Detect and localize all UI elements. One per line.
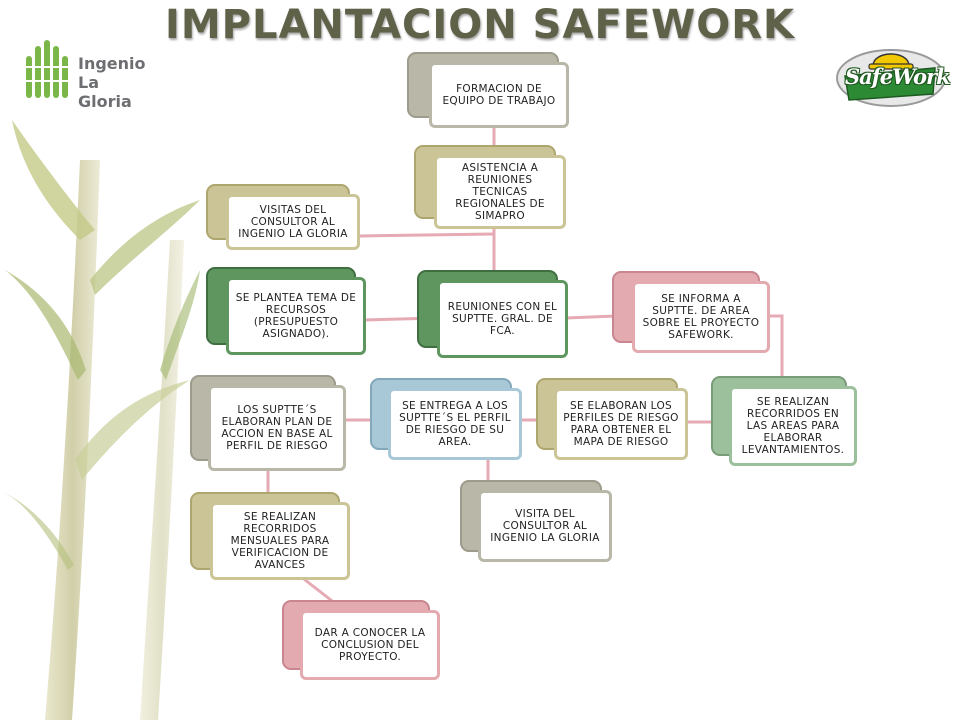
node-entrega-perfil: SE ENTREGA A LOS SUPTTE´S EL PERFIL DE R… [370, 378, 522, 460]
node-visita-consultor-2: VISITA DEL CONSULTOR AL INGENIO LA GLORI… [460, 480, 612, 562]
ingenio-la-gloria-logo: Ingenio La Gloria [22, 38, 152, 111]
logo-text-ingenio: Ingenio [78, 54, 146, 73]
node-formacion-equipo: FORMACION DE EQUIPO DE TRABAJO [407, 52, 569, 128]
node-entrega-perfil-label: SE ENTREGA A LOS SUPTTE´S EL PERFIL DE R… [388, 388, 522, 460]
connector-asistencia-visitas [358, 232, 496, 238]
node-conclusion-proyecto: DAR A CONOCER LA CONCLUSION DEL PROYECTO… [282, 600, 440, 680]
node-plantea-recursos: SE PLANTEA TEMA DE RECURSOS (PRESUPUESTO… [206, 267, 366, 355]
connector-informa-recorridos [766, 314, 784, 382]
cane-stalks-icon [22, 40, 74, 98]
node-recorridos-areas: SE REALIZAN RECORRIDOS EN LAS AREAS PARA… [711, 376, 857, 466]
node-informa-suptte-area-label: SE INFORMA A SUPTTE. DE AREA SOBRE EL PR… [632, 281, 770, 353]
node-reuniones-suptte-label: REUNIONES CON EL SUPTTE. GRAL. DE FCA. [437, 280, 568, 358]
node-visitas-consultor-1-label: VISITAS DEL CONSULTOR AL INGENIO LA GLOR… [226, 194, 360, 250]
node-recorridos-areas-label: SE REALIZAN RECORRIDOS EN LAS AREAS PARA… [729, 386, 857, 466]
sugarcane-plant-illustration [0, 120, 200, 720]
node-formacion-equipo-label: FORMACION DE EQUIPO DE TRABAJO [429, 62, 569, 128]
node-perfiles-riesgo-label: SE ELABORAN LOS PERFILES DE RIESGO PARA … [554, 388, 688, 460]
page-title: IMPLANTACION SAFEWORK [164, 2, 796, 48]
node-informa-suptte-area: SE INFORMA A SUPTTE. DE AREA SOBRE EL PR… [612, 271, 770, 353]
node-reuniones-suptte: REUNIONES CON EL SUPTTE. GRAL. DE FCA. [417, 270, 568, 358]
node-visitas-consultor-1: VISITAS DEL CONSULTOR AL INGENIO LA GLOR… [206, 184, 360, 250]
node-recorridos-mensuales: SE REALIZAN RECORRIDOS MENSUALES PARA VE… [190, 492, 350, 580]
connector-reuniones-informa [564, 314, 618, 320]
node-asistencia-reuniones: ASISTENCIA A REUNIONES TECNICAS REGIONAL… [414, 145, 566, 229]
node-recorridos-mensuales-label: SE REALIZAN RECORRIDOS MENSUALES PARA VE… [210, 502, 350, 580]
safework-logo: SafeWork [835, 38, 951, 108]
node-visita-consultor-2-label: VISITA DEL CONSULTOR AL INGENIO LA GLORI… [478, 490, 612, 562]
node-plantea-recursos-label: SE PLANTEA TEMA DE RECURSOS (PRESUPUESTO… [226, 277, 366, 355]
node-perfiles-riesgo: SE ELABORAN LOS PERFILES DE RIESGO PARA … [536, 378, 688, 460]
safework-logo-text: SafeWork [845, 64, 951, 89]
hard-hat-icon [836, 49, 946, 107]
node-conclusion-proyecto-label: DAR A CONOCER LA CONCLUSION DEL PROYECTO… [300, 610, 440, 680]
node-plan-accion: LOS SUPTTE´S ELABORAN PLAN DE ACCION EN … [190, 375, 346, 471]
node-asistencia-reuniones-label: ASISTENCIA A REUNIONES TECNICAS REGIONAL… [434, 155, 566, 229]
logo-text-la-gloria: La Gloria [78, 73, 132, 111]
connector-mensuales-conclusion [298, 574, 338, 606]
node-plan-accion-label: LOS SUPTTE´S ELABORAN PLAN DE ACCION EN … [208, 385, 346, 471]
